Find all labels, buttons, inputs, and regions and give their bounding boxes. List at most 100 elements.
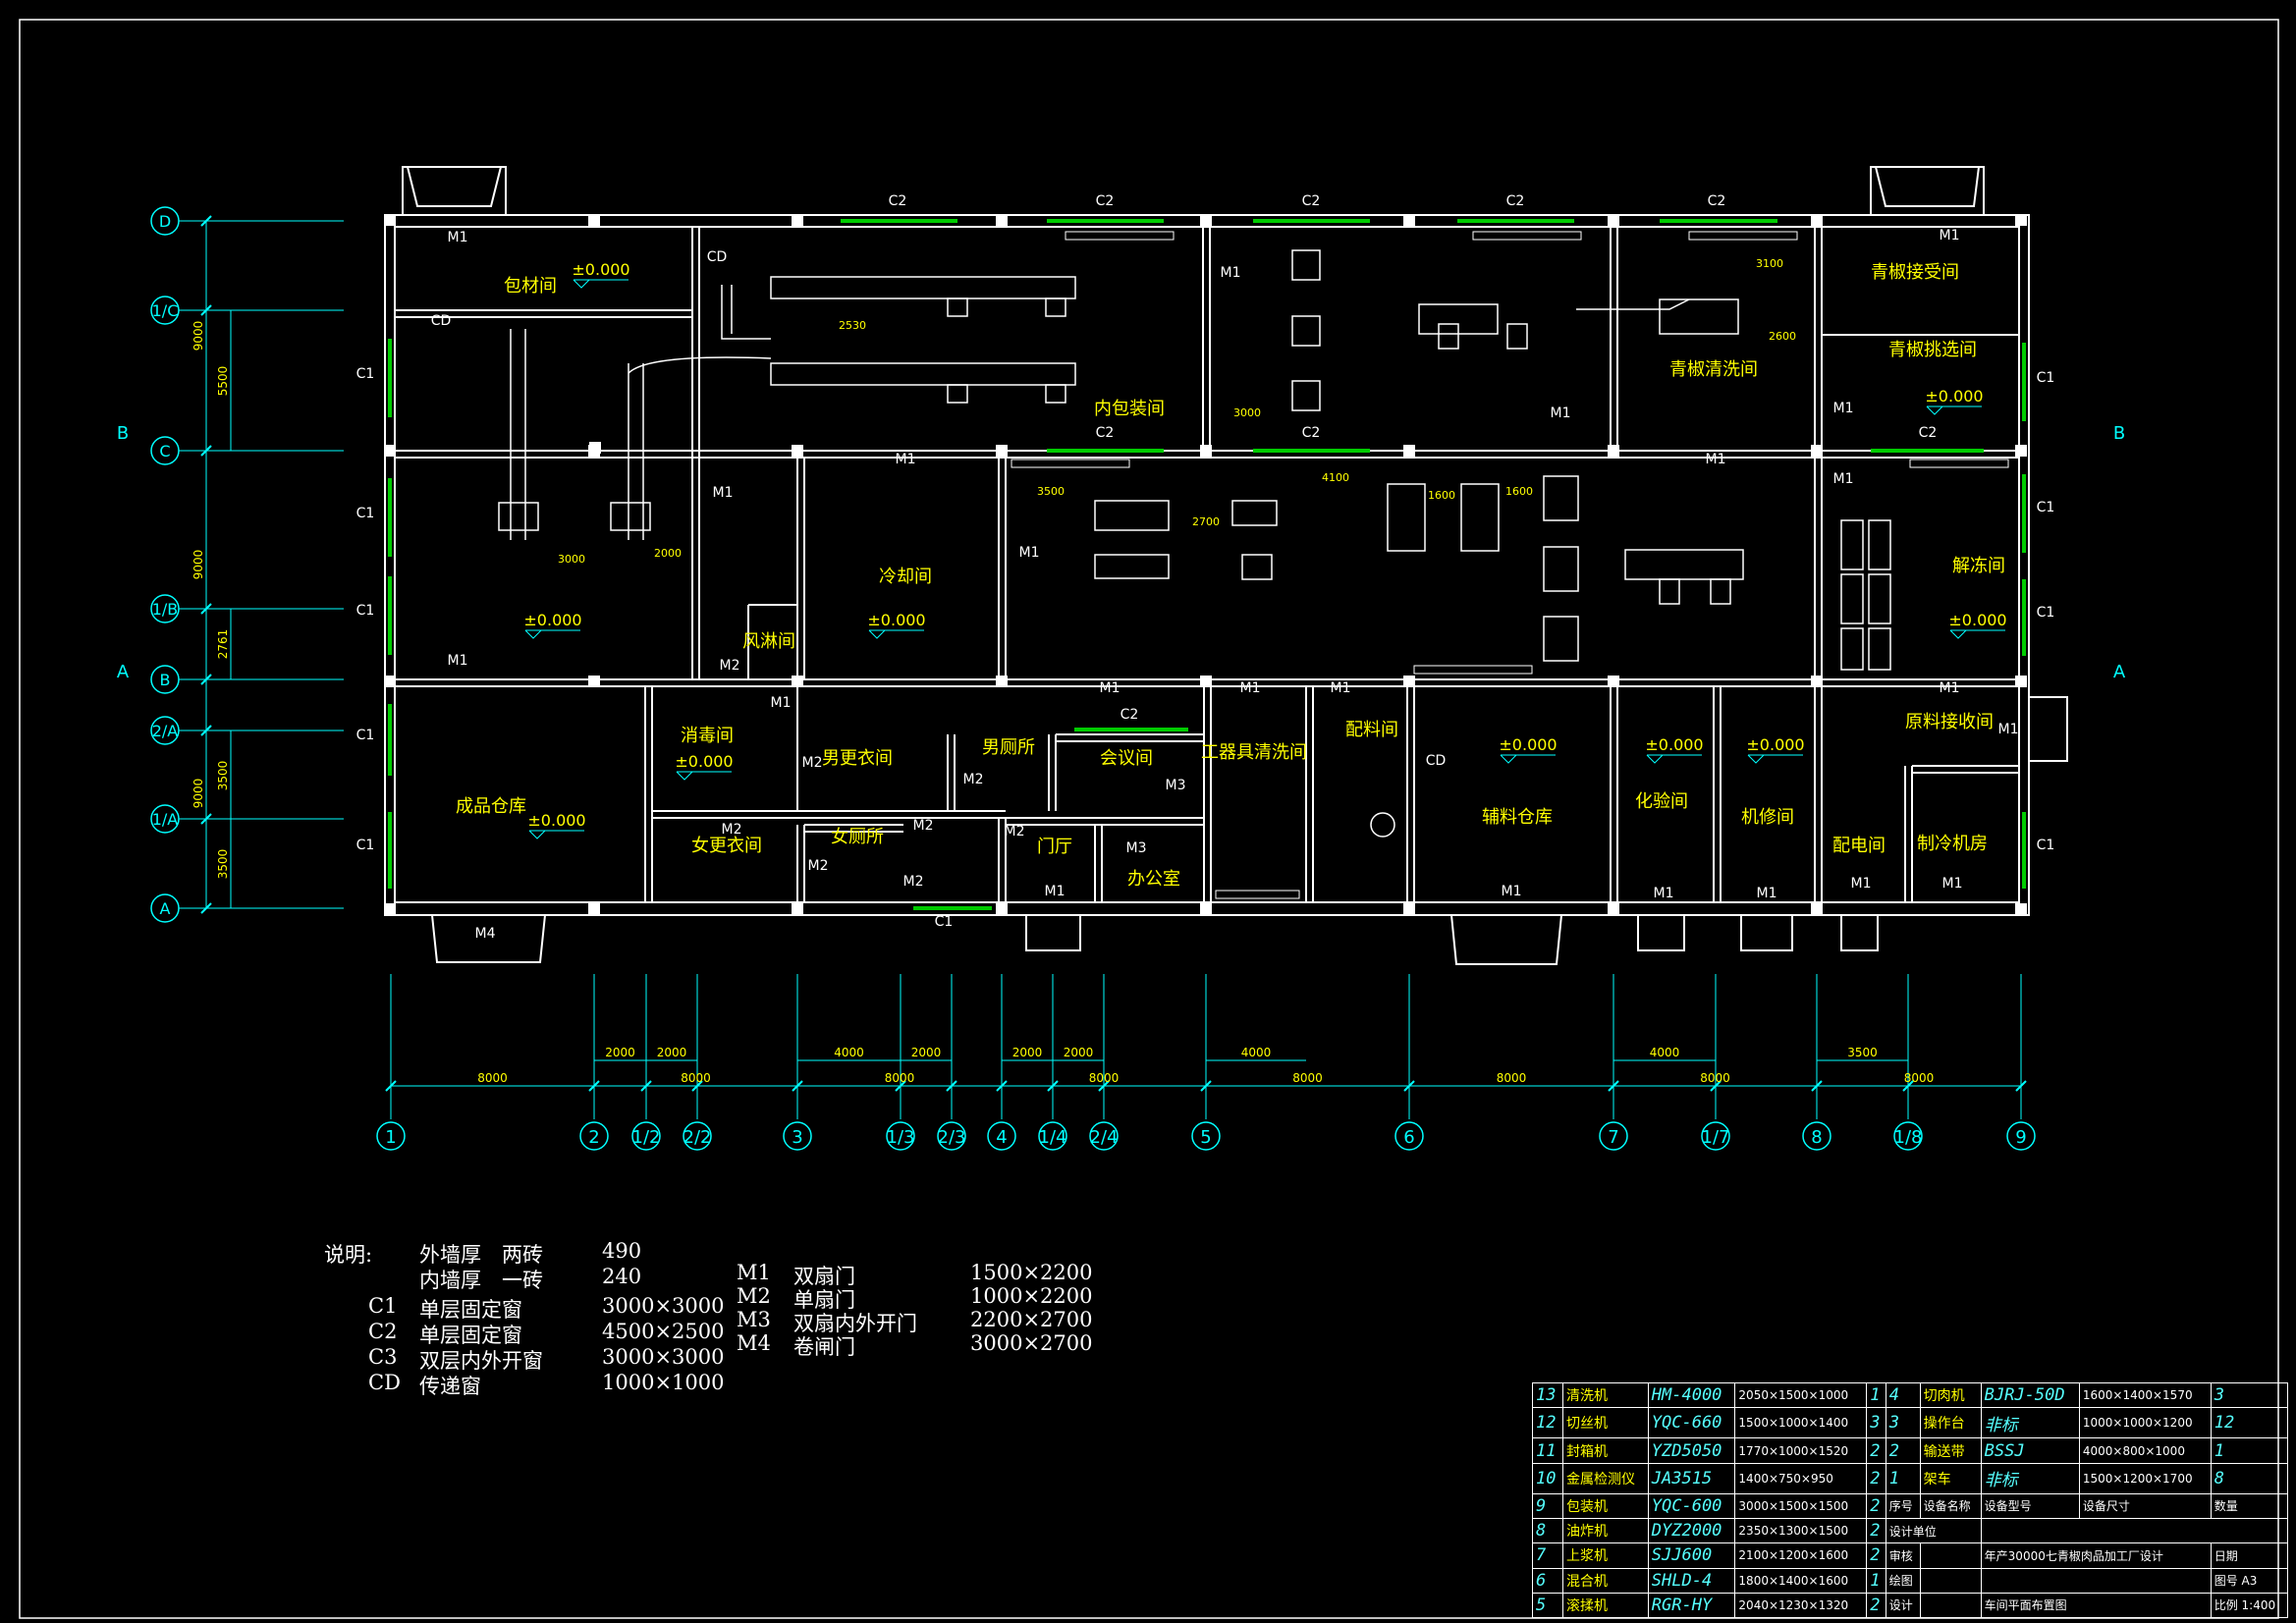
dimension-text: 8000 <box>885 1071 915 1085</box>
axis-label: 1/2 <box>632 1127 661 1148</box>
dimension-text: 2000 <box>657 1046 687 1059</box>
axis-bubble <box>579 1121 609 1151</box>
legend-code: C2 <box>368 1320 398 1343</box>
legend-code: M3 <box>737 1308 771 1331</box>
columns <box>384 214 2027 915</box>
legend-size: 2200×2700 <box>970 1308 1093 1331</box>
equipment-size: 1600×1400×1570 <box>2078 1381 2212 1409</box>
equipment-qty: 3 <box>1866 1407 1886 1439</box>
elevation-symbol <box>1747 754 1803 764</box>
opening-tag: M2 <box>913 818 934 834</box>
elevation-mark: ±0.000 <box>523 611 581 629</box>
opening-tag: M1 <box>1331 680 1351 696</box>
axis-label: B <box>160 671 171 689</box>
legend-desc: 单层固定窗 <box>419 1298 522 1322</box>
axis-bubble <box>150 804 180 834</box>
equipment-no: 2 <box>1885 1437 1921 1464</box>
opening-tag: M1 <box>1833 401 1854 416</box>
axis-label: A <box>160 899 171 918</box>
equipment-no: 4 <box>1885 1381 1921 1409</box>
room-label: 原料接收间 <box>1905 712 1994 732</box>
equipment-name: 金属检测仪 <box>1561 1462 1649 1494</box>
dimension-text: 2000 <box>1012 1046 1043 1059</box>
equipment-size: 1800×1400×1600 <box>1734 1567 1868 1594</box>
equipment-no: 11 <box>1532 1437 1563 1464</box>
equipment-model: BJRJ-50D <box>1980 1381 2080 1409</box>
equipment-qty: 12 <box>2210 1407 2289 1439</box>
room-labels: 包材间内包装间青椒接受间青椒挑选间青椒清洗间冷却间解冻间风淋间消毒间男更衣间男厕… <box>356 193 2055 942</box>
dimension-text: 9000 <box>191 550 205 580</box>
legend-desc: 单扇门 <box>793 1288 855 1312</box>
elevation-mark: ±0.000 <box>1645 735 1703 754</box>
axis-label: 1/7 <box>1702 1127 1730 1148</box>
equipment-model: YZD5050 <box>1647 1437 1736 1464</box>
equipment-name: 混合机 <box>1561 1567 1649 1594</box>
room-label: 配料间 <box>1345 720 1398 740</box>
section-mark: B <box>2113 423 2125 444</box>
room-label: 门厅 <box>1037 837 1072 857</box>
dimension-text: 3500 <box>216 761 230 791</box>
opening-tag: C1 <box>356 366 375 382</box>
equipment-size: 2050×1500×1000 <box>1734 1381 1868 1409</box>
opening-tag: M2 <box>722 822 742 838</box>
equipment-size: 1400×750×950 <box>1734 1462 1868 1494</box>
dimension-text: 4000 <box>834 1046 864 1059</box>
header-no: 序号 <box>1885 1492 1921 1520</box>
room-label: 男厕所 <box>982 737 1035 758</box>
section-mark: B <box>117 423 129 444</box>
opening-tag: CD <box>431 313 452 329</box>
equipment-name: 油炸机 <box>1561 1518 1649 1544</box>
equipment-name: 切肉机 <box>1919 1381 1982 1409</box>
axis-label: 1/8 <box>1894 1127 1923 1148</box>
axis-label: 3 <box>792 1127 802 1148</box>
dimension-text: 2000 <box>1064 1046 1094 1059</box>
opening-tag: CD <box>1426 753 1447 769</box>
equipment-qty: 8 <box>2210 1462 2289 1494</box>
opening-tag: C2 <box>1121 707 1139 723</box>
axis-bubble <box>2006 1121 2036 1151</box>
opening-tag: C2 <box>1919 425 1938 441</box>
opening-tag: C1 <box>2037 370 2055 386</box>
opening-tag: M1 <box>1019 545 1040 561</box>
equipment-model: 非标 <box>1980 1407 2080 1439</box>
dimension-text: 3100 <box>1756 257 1783 270</box>
equipment-qty: 2 <box>1866 1492 1886 1520</box>
opening-tag: C1 <box>2037 838 2055 853</box>
axis-bubble <box>150 594 180 623</box>
vent-grilles <box>1011 231 2009 899</box>
dimension-text: 4000 <box>1241 1046 1272 1059</box>
design-label: 设计 <box>1885 1592 1921 1619</box>
elevation-mark: ±0.000 <box>867 611 925 629</box>
equipment-name: 清洗机 <box>1561 1381 1649 1409</box>
room-label: 内包装间 <box>1094 399 1165 419</box>
blank <box>1919 1542 1982 1569</box>
equipment-no: 3 <box>1885 1407 1921 1439</box>
opening-tag: M3 <box>1126 840 1147 856</box>
equipment-model: SJJ600 <box>1647 1542 1736 1569</box>
room-label: 消毒间 <box>681 726 734 746</box>
room-label: 青椒挑选间 <box>1888 340 1977 360</box>
elevation-symbol <box>1926 406 1982 415</box>
axis-label: C <box>159 442 170 460</box>
dimension-text: 5500 <box>216 366 230 397</box>
dimension-text: 2000 <box>654 547 682 560</box>
equipment-model: JA3515 <box>1647 1462 1736 1494</box>
legend-desc: 单层固定窗 <box>419 1324 522 1347</box>
opening-tag: M2 <box>1005 824 1025 839</box>
legend-code: M1 <box>737 1261 771 1284</box>
elevation-mark: ±0.000 <box>1746 735 1804 754</box>
room-label: 包材间 <box>504 276 557 297</box>
equipment-name: 输送带 <box>1919 1437 1982 1464</box>
equipment-model: RGR-HY <box>1647 1592 1736 1619</box>
opening-tag: C2 <box>1506 193 1525 209</box>
equipment-qty: 2 <box>1866 1542 1886 1569</box>
elevation-mark: ±0.000 <box>572 260 629 279</box>
legend-desc: 内墙厚 一砖 <box>419 1269 543 1292</box>
opening-tag: C1 <box>356 728 375 743</box>
elevation-symbol <box>676 771 732 781</box>
opening-tag: C1 <box>2037 605 2055 621</box>
